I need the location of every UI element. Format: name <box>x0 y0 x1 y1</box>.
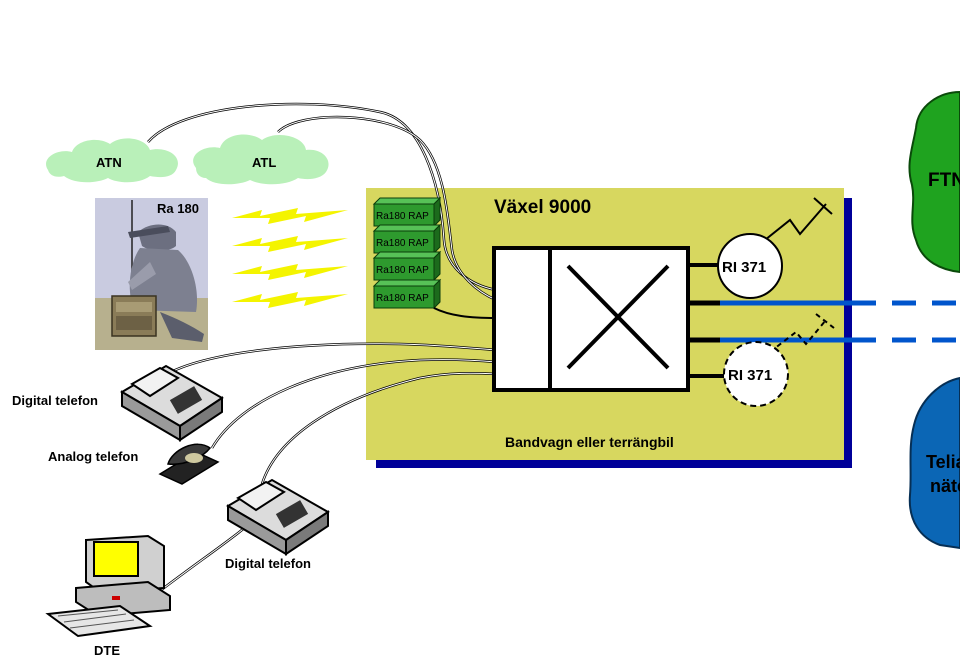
digital-phone-1: Digital telefon <box>12 364 224 442</box>
switch-box-title: Växel 9000 <box>494 197 591 218</box>
radio-operator-label: Ra 180 <box>157 201 199 216</box>
module-connector <box>433 307 497 319</box>
switch-box-caption: Bandvagn eller terrängbil <box>505 434 674 450</box>
dte-computer: DTE <box>45 534 171 658</box>
rap-module-label: Ra180 RAP <box>376 293 429 304</box>
telia-network: Telia nätet <box>908 376 960 550</box>
atl-label: ATL <box>252 155 276 170</box>
atn-label: ATN <box>96 155 122 170</box>
lightning-icon <box>232 264 348 280</box>
keyboard <box>45 604 153 638</box>
lightning-icon <box>232 208 348 224</box>
antenna-zigzag-icon <box>759 197 833 245</box>
ftn-network: FTN <box>908 90 960 274</box>
analog-phone: Analog telefon <box>48 443 220 485</box>
atl-cloud: ATL <box>193 134 329 185</box>
digital-phone-1-label: Digital telefon <box>12 393 98 408</box>
switch-matrix <box>492 246 690 392</box>
dte-label: DTE <box>94 643 120 658</box>
rap-module: Ra180 RAP <box>372 223 442 255</box>
rap-module: Ra180 RAP <box>372 196 442 228</box>
monitor-screen <box>93 541 139 577</box>
antenna-zigzag-dashed-icon <box>769 313 835 353</box>
rap-module-label: Ra180 RAP <box>376 265 429 276</box>
rap-module: Ra180 RAP <box>372 250 442 282</box>
radio-link-2: RI 371 <box>723 313 835 407</box>
cross-line <box>566 264 670 370</box>
lightning-icon <box>232 236 348 252</box>
telia-label-line2: nätet <box>930 476 960 496</box>
radio-link-1: RI 371 <box>717 197 833 299</box>
analog-phone-label: Analog telefon <box>48 449 138 464</box>
telia-label-line1: Telia <box>926 452 960 472</box>
radio-link-1-label: RI 371 <box>722 259 766 276</box>
rap-modules: Ra180 RAP Ra180 RAP Ra180 RAP Ra180 RAP <box>372 196 442 310</box>
lightning-icon <box>232 292 348 308</box>
digital-phone-2: Digital telefon <box>225 478 330 571</box>
digital-phone-2-label: Digital telefon <box>225 556 311 571</box>
atn-cloud: ATN <box>46 138 178 183</box>
cloud-cables <box>147 102 497 302</box>
rap-module: Ra180 RAP <box>372 278 442 310</box>
ftn-label: FTN <box>928 170 960 191</box>
radio-operator-image: Ra 180 <box>95 198 208 350</box>
rap-module-label: Ra180 RAP <box>376 238 429 249</box>
radio-link-2-label: RI 371 <box>728 367 772 384</box>
radio-signal-bolts <box>232 208 348 308</box>
rap-module-label: Ra180 RAP <box>376 211 429 222</box>
